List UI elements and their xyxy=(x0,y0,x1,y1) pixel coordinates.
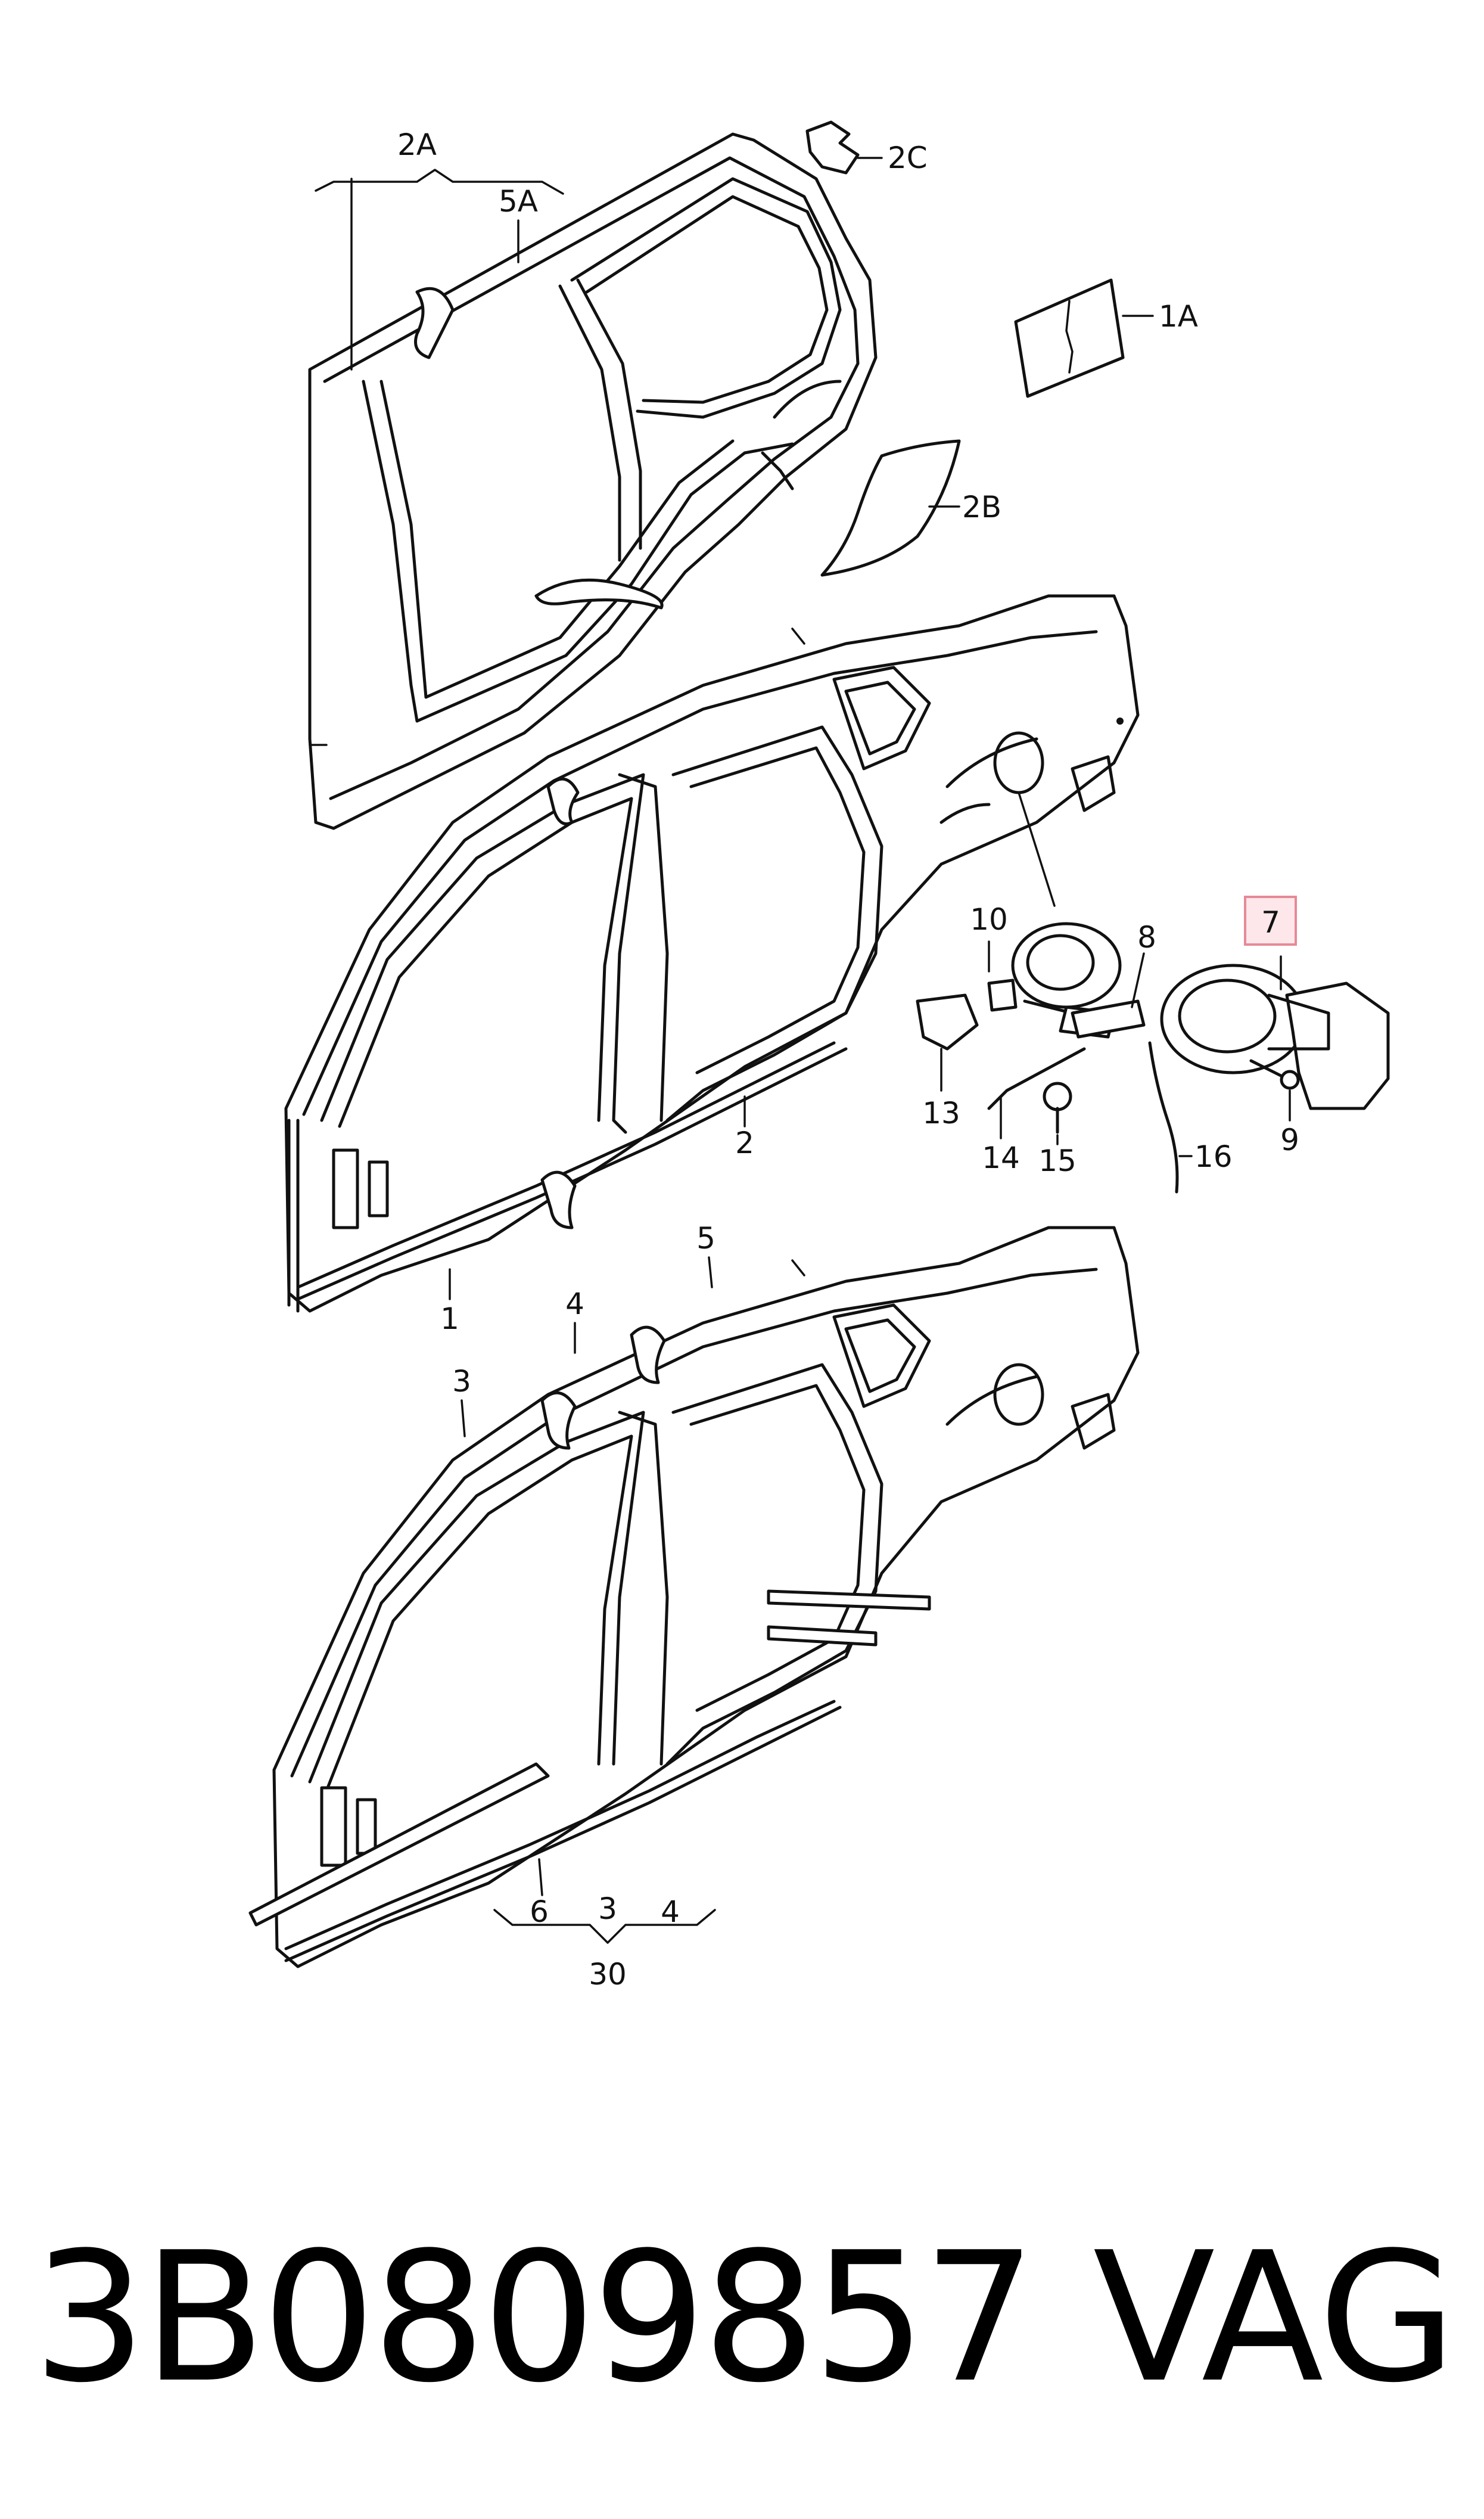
callout-16: 16 xyxy=(1194,1139,1233,1174)
callout-5: 5 xyxy=(696,1221,715,1256)
estate-side-panel xyxy=(308,132,878,830)
callout-10: 10 xyxy=(970,902,1008,937)
strip-part-2b xyxy=(820,439,961,577)
callout-1a: 1A xyxy=(1159,299,1198,334)
highlight-callout-7 xyxy=(1244,896,1297,946)
saloon-side-panel-upper xyxy=(284,594,1140,1313)
brand-name: VAG xyxy=(1093,2214,1457,2422)
callout-7: 7 xyxy=(1261,905,1280,940)
bracket-2a xyxy=(315,169,564,195)
callout-13: 13 xyxy=(922,1096,960,1130)
callout-6: 6 xyxy=(530,1894,549,1929)
callout-3: 3 xyxy=(452,1364,471,1399)
leader-6 xyxy=(538,1858,543,1896)
callout-30: 30 xyxy=(589,1957,627,1992)
saloon-side-panel-lower xyxy=(248,1226,1140,1968)
screw-part-15 xyxy=(1043,1082,1072,1145)
bracket-30 xyxy=(493,1909,716,1944)
leader-3 xyxy=(461,1399,466,1437)
callout-4-bracket: 4 xyxy=(661,1894,680,1929)
callout-4: 4 xyxy=(565,1287,584,1321)
callout-14: 14 xyxy=(982,1141,1020,1175)
hose-part-16 xyxy=(1148,1041,1193,1194)
callout-2c: 2C xyxy=(888,141,928,175)
callout-2a: 2A xyxy=(397,128,437,162)
callout-1: 1 xyxy=(440,1302,459,1336)
patch-part-1a xyxy=(1014,278,1154,398)
leader-5 xyxy=(708,1256,713,1288)
callout-3-bracket: 3 xyxy=(598,1891,617,1926)
callout-2: 2 xyxy=(735,1126,754,1160)
leader-flap xyxy=(1018,791,1056,907)
fuel-flap-part-7 xyxy=(1160,955,1390,1110)
bracket-part-8 xyxy=(1071,952,1146,1039)
clip-part-2c xyxy=(805,120,883,175)
part-number: 3B0809857 xyxy=(33,2214,1037,2422)
callout-15: 15 xyxy=(1038,1144,1077,1178)
actuator-part-13 xyxy=(916,993,979,1092)
callout-9: 9 xyxy=(1280,1123,1299,1157)
screw-part-9 xyxy=(1249,1059,1300,1122)
callout-2b: 2B xyxy=(962,490,1001,524)
callout-8: 8 xyxy=(1137,920,1156,955)
spring-part-10 xyxy=(987,940,1018,1012)
rod-part-14 xyxy=(987,1047,1086,1139)
callout-5a: 5A xyxy=(499,184,538,219)
